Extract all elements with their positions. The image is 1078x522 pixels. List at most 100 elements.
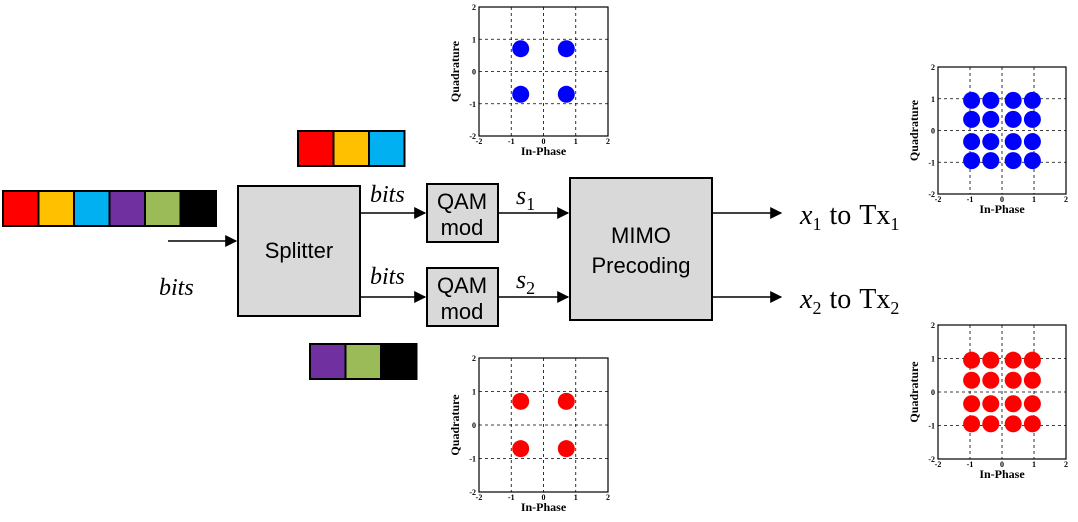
top-bit-strip (297, 130, 406, 167)
x-axis-title: In-Phase (521, 144, 567, 158)
x-tick-label: -2 (476, 137, 483, 146)
mimo-label-line2: Precoding (591, 253, 690, 278)
y-tick-label: 1 (472, 35, 476, 44)
input-strip-bit-0 (2, 190, 40, 227)
x-tick-label: 2 (606, 493, 610, 502)
mimo-precoding-block (569, 177, 713, 321)
x1-tx-subscript: 1 (890, 214, 899, 234)
constellation-point (1023, 133, 1041, 151)
y-tick-label: 2 (472, 354, 476, 363)
y-tick-label: 2 (931, 63, 935, 72)
x2-base: x (799, 284, 813, 315)
y-tick-label: -2 (928, 190, 935, 199)
constellation-point (1023, 371, 1041, 389)
input-strip-bit-2 (73, 190, 111, 227)
x-tick-label: 0 (542, 137, 546, 146)
constellation-point (963, 133, 981, 151)
constellation-point (1004, 415, 1022, 433)
x-tick-label: -2 (935, 195, 942, 204)
constellation-point (982, 133, 1000, 151)
input-bit-strip (2, 190, 217, 227)
constellation-point (1004, 152, 1022, 170)
constellation-point (1023, 395, 1041, 413)
y-tick-label: -1 (928, 422, 935, 431)
splitter-label: Splitter (265, 238, 333, 263)
constellation-point (982, 91, 1000, 109)
y-tick-label: 1 (931, 355, 935, 364)
x2-tx-subscript: 2 (890, 298, 899, 318)
bottom-strip-bit-1 (344, 343, 382, 380)
constellation-point (982, 395, 1000, 413)
x2-tx: Tx (859, 284, 890, 315)
x-tick-label: 0 (1000, 460, 1004, 469)
qam-mod-bottom-block (426, 267, 499, 327)
x1-to: to (829, 200, 851, 231)
constellation-point (512, 440, 530, 458)
top-strip-bit-1 (332, 130, 370, 167)
s1-base: s (516, 181, 526, 210)
s1-subscript: 1 (526, 194, 535, 214)
constellation-point (1004, 91, 1022, 109)
x-tick-label: 0 (542, 493, 546, 502)
constellation-point (1004, 395, 1022, 413)
constellation-point (982, 415, 1000, 433)
x-tick-label: -1 (508, 493, 515, 502)
constellation-point (1023, 415, 1041, 433)
input-strip-bit-5 (179, 190, 217, 227)
constellation-point (963, 110, 981, 128)
qam-mod-top-block (426, 183, 499, 243)
constellation-point (982, 110, 1000, 128)
s1-label: s1 (516, 181, 535, 214)
s2-subscript: 2 (526, 278, 535, 298)
x-tick-label: 1 (1032, 460, 1036, 469)
qam-bottom-label-line2: mod (441, 299, 484, 324)
x-tick-label: -1 (967, 460, 974, 469)
x-tick-label: 2 (1064, 195, 1068, 204)
x-axis-title: In-Phase (979, 202, 1025, 216)
input-strip-bit-1 (37, 190, 75, 227)
constellation-point (1004, 371, 1022, 389)
top-strip-bit-0 (297, 130, 335, 167)
y-tick-label: -2 (469, 132, 476, 141)
x-tick-label: 1 (574, 137, 578, 146)
constellation-point (1023, 152, 1041, 170)
constellation-point (512, 392, 530, 410)
x-tick-label: 1 (574, 493, 578, 502)
x-tick-label: -2 (476, 493, 483, 502)
mimo-label-line1: MIMO (611, 223, 671, 248)
plot-frame (937, 66, 1067, 195)
bits-input-label: bits (159, 275, 194, 301)
constellation-point (512, 40, 530, 58)
y-tick-label: -1 (469, 455, 476, 464)
constellation-point (982, 351, 1000, 369)
constellation-point (963, 152, 981, 170)
x2-subscript: 2 (812, 298, 821, 318)
x-tick-label: -2 (935, 460, 942, 469)
s2-base: s (516, 265, 526, 294)
y-tick-label: 2 (472, 3, 476, 12)
y-tick-label: 0 (931, 127, 935, 136)
x-tick-label: 0 (1000, 195, 1004, 204)
x1-tx: Tx (859, 200, 890, 231)
constellation-point (1023, 110, 1041, 128)
qam-top-label-line2: mod (441, 215, 484, 240)
x-tick-label: -1 (967, 195, 974, 204)
constellation-point (963, 415, 981, 433)
constellation-point (557, 392, 575, 410)
constellation-point (963, 91, 981, 109)
constellation-point (1004, 351, 1022, 369)
y-tick-label: -2 (469, 488, 476, 497)
y-axis-title: Quadrature (448, 40, 462, 102)
bottom-strip-bit-2 (380, 343, 418, 380)
bits-top-label: bits (370, 182, 405, 208)
qam-top-label-line1: QAM (437, 189, 487, 214)
x1-base: x (799, 200, 813, 231)
y-tick-label: 0 (472, 68, 476, 77)
y-tick-label: -1 (928, 158, 935, 167)
